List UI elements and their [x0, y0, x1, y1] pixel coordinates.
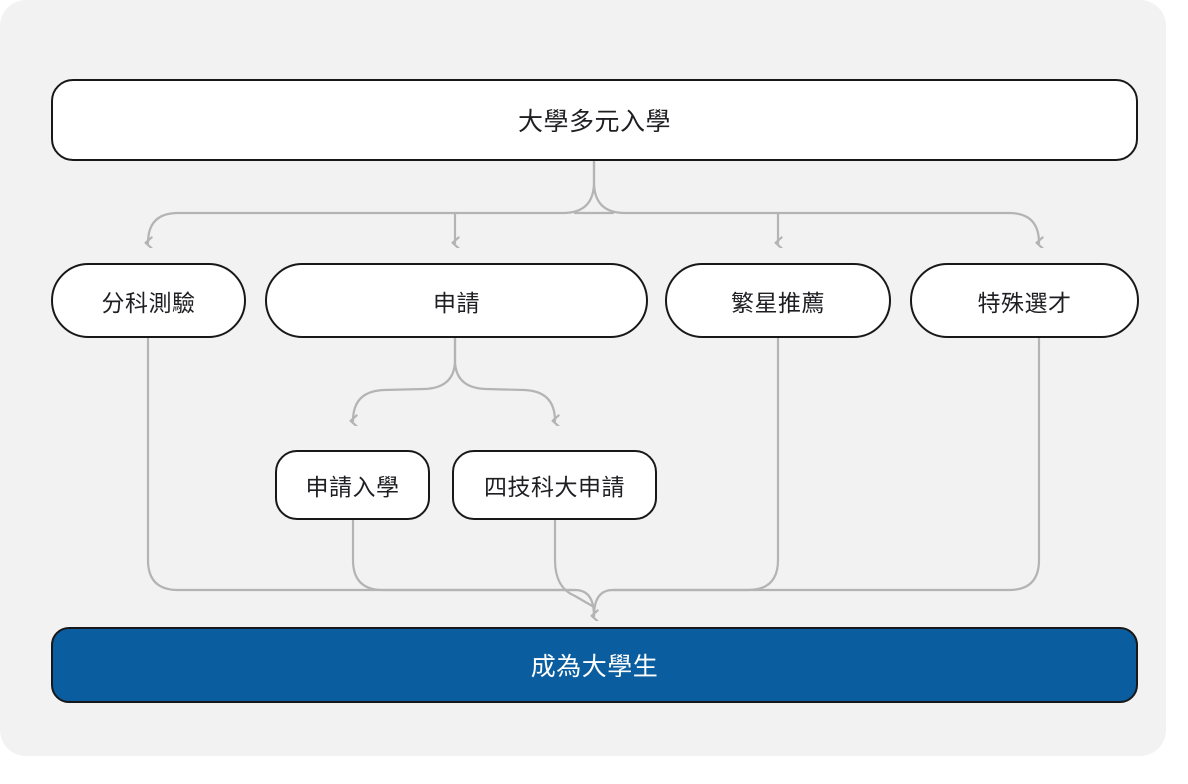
node-four-year-tech-application[interactable]: 四技科大申請 [452, 450, 657, 520]
node-university-multi-admission[interactable]: 大學多元入學 [51, 79, 1138, 161]
node-special-selection[interactable]: 特殊選才 [910, 263, 1139, 338]
node-subject-exam[interactable]: 分科測驗 [51, 263, 246, 338]
node-application[interactable]: 申請 [265, 263, 648, 338]
node-become-university-student[interactable]: 成為大學生 [51, 627, 1138, 703]
node-application-admission[interactable]: 申請入學 [275, 450, 430, 520]
node-star-recommendation[interactable]: 繁星推薦 [665, 263, 891, 338]
